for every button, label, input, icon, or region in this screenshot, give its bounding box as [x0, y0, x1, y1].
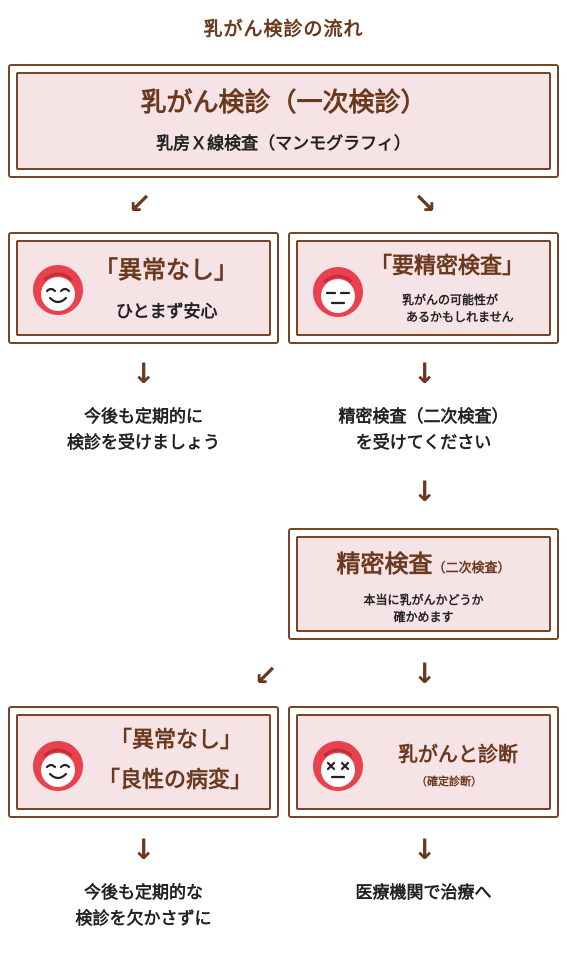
arrow-down-icon: ↓ [132, 357, 156, 390]
normal-benign-box: 「異常なし」 「良性の病変」 [8, 706, 279, 818]
secondary-exam-title-row: 精密検査（二次検査） [298, 548, 549, 580]
detail-needed-sub-2: あるかもしれません [406, 310, 514, 324]
normal-result-label: 「異常なし」 [94, 256, 238, 284]
arrow-down-right-icon: ↘ [413, 187, 437, 220]
diagnosis-box: 乳がんと診断 （確定診断） [288, 706, 559, 818]
normal-next-step-2: 検診を受けましょう [67, 433, 220, 453]
arrow-down-icon: ↓ [413, 657, 437, 690]
arrow-down-icon: ↓ [413, 357, 437, 390]
arrow-down-left-icon: ↙ [254, 659, 278, 692]
smile-face-icon [32, 264, 84, 316]
normal-result-sub: ひとまず安心 [116, 302, 218, 322]
detail-needed-sub-1: 乳がんの可能性が [402, 293, 499, 307]
detail-next-step-2: を受けてください [355, 433, 492, 453]
normal-result-box: 「異常なし」 ひとまず安心 [8, 232, 279, 344]
diagnosis-inner: 乳がんと診断 （確定診断） [296, 714, 551, 810]
diagram-title: 乳がん検診の流れ [203, 18, 364, 40]
secondary-exam-sub-2: 確かめます [393, 610, 454, 624]
detail-needed-box: 「要精密検査」 乳がんの可能性が あるかもしれません [288, 232, 559, 344]
arrow-down-icon: ↓ [132, 833, 156, 866]
neutral-face-icon [312, 266, 364, 318]
diagnosis-label: 乳がんと診断 [398, 742, 518, 766]
smile-face-icon [32, 740, 84, 792]
benign-next-step-2: 検診を欠かさずに [75, 909, 212, 929]
detail-needed-label: 「要精密検査」 [370, 254, 525, 279]
primary-screening-box: 乳がん検診（一次検診） 乳房Ｘ線検査（マンモグラフィ） [8, 64, 559, 178]
detail-next-step-1: 精密検査（二次検査） [338, 407, 509, 427]
normal-benign-inner: 「異常なし」 「良性の病変」 [16, 714, 271, 810]
arrow-down-icon: ↓ [413, 475, 437, 508]
secondary-exam-inner: 精密検査（二次検査） 本当に乳がんかどうか 確かめます [296, 536, 551, 632]
secondary-exam-box: 精密検査（二次検査） 本当に乳がんかどうか 確かめます [288, 528, 559, 640]
diagnosis-sub: （確定診断） [416, 775, 482, 788]
normal-result-inner: 「異常なし」 ひとまず安心 [16, 240, 271, 336]
diagnosis-next-step: 医療機関で治療へ [355, 883, 492, 903]
secondary-exam-title: 精密検査 [336, 550, 433, 578]
primary-screening-subtitle: 乳房Ｘ線検査（マンモグラフィ） [156, 134, 411, 154]
primary-screening-title: 乳がん検診（一次検診） [140, 88, 427, 118]
arrow-down-left-icon: ↙ [128, 187, 152, 220]
detail-needed-inner: 「要精密検査」 乳がんの可能性が あるかもしれません [296, 240, 551, 336]
secondary-exam-sub-1: 本当に乳がんかどうか [363, 593, 484, 607]
arrow-down-icon: ↓ [413, 833, 437, 866]
benign-next-step-1: 今後も定期的な [84, 883, 203, 903]
primary-screening-inner: 乳がん検診（一次検診） 乳房Ｘ線検査（マンモグラフィ） [16, 72, 551, 170]
secondary-exam-title-suffix: （二次検査） [432, 561, 511, 576]
normal-next-step-1: 今後も定期的に [84, 407, 203, 427]
normal-benign-label-2: 「良性の病変」 [98, 768, 253, 793]
x-eyes-face-icon [312, 740, 364, 792]
normal-benign-label-1: 「異常なし」 [110, 728, 243, 753]
